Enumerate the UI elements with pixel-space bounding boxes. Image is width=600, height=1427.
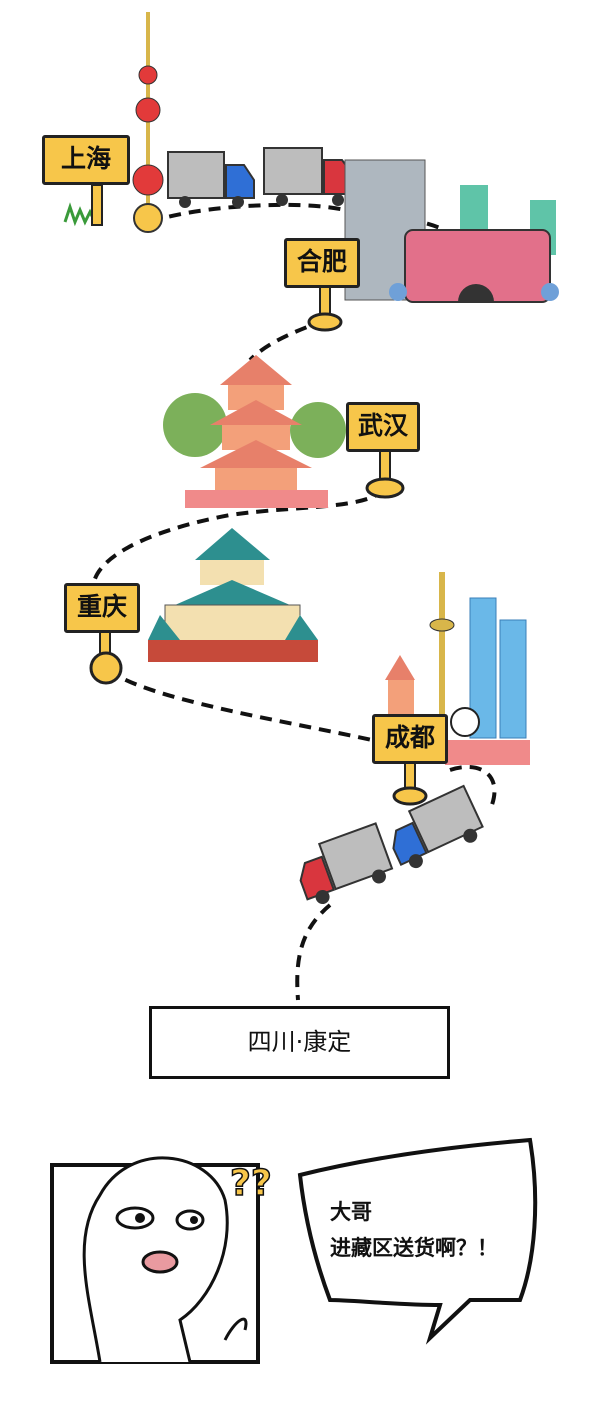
signpost-wuhan: 武汉 <box>346 402 420 452</box>
truck-red-bottom <box>299 822 394 905</box>
truck-red-top <box>263 147 355 206</box>
signpost-hefei: 合肥 <box>284 238 360 288</box>
speech-line-2: 进藏区送货啊？！ <box>330 1236 498 1260</box>
speech-bubble <box>297 1137 538 1345</box>
question-marks-icon: ?? <box>230 1163 272 1204</box>
truck-blue-top <box>167 151 255 208</box>
signpost-chengdu: 成都 <box>372 714 448 764</box>
speech-line-1: 大哥 <box>330 1200 372 1224</box>
chongqing-landmark <box>148 528 318 662</box>
wuhan-landmark <box>163 355 346 508</box>
signpost-shanghai: 上海 <box>42 135 130 185</box>
hefei-landmark <box>344 159 559 303</box>
oriental-pearl-tower <box>63 12 164 233</box>
truck-blue-bottom <box>392 784 484 869</box>
comic-panel <box>50 1156 260 1364</box>
signpost-chongqing: 重庆 <box>64 583 140 633</box>
chengdu-landmark <box>385 572 530 765</box>
route-path <box>91 202 497 1001</box>
destination-box: 四川·康定 <box>149 1006 450 1079</box>
